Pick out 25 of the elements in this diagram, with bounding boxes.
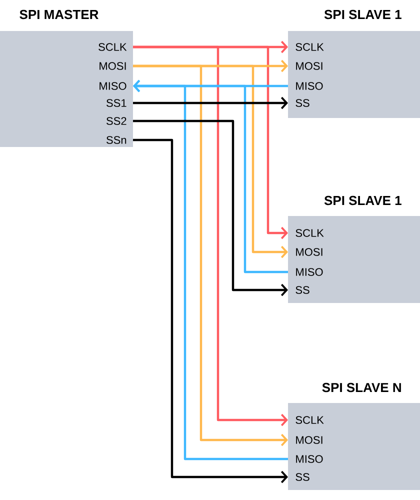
node-label: SPI SLAVE 1 — [324, 10, 402, 20]
pin-label: SCLK — [296, 416, 324, 424]
node-label: SPI MASTER — [20, 10, 98, 20]
pin-label: SCLK — [296, 229, 324, 237]
node-label: SPI SLAVE 1 — [324, 196, 402, 206]
pin-label: SCLK — [296, 43, 324, 51]
pin-label: SS — [296, 286, 310, 294]
pin-label: SS1 — [106, 99, 126, 107]
pin-label: SS — [296, 99, 310, 107]
node-label: SPI SLAVE N — [322, 382, 401, 392]
pin-label: SSn — [106, 136, 126, 144]
pin-label: SS2 — [106, 117, 126, 125]
pin-label: SS — [296, 473, 310, 481]
pin-label: MOSI — [296, 248, 322, 256]
arrow — [133, 138, 288, 484]
pin-label: MISO — [296, 268, 323, 276]
pin-label: SCLK — [98, 43, 127, 51]
pin-label: MOSI — [296, 62, 322, 70]
pin-label: MISO — [100, 82, 126, 90]
pin-label: MISO — [296, 82, 323, 90]
arrow — [133, 96, 288, 110]
arrow — [133, 120, 288, 296]
pin-label: MISO — [296, 455, 323, 463]
pin-label: MOSI — [296, 436, 322, 444]
pin-label: MOSI — [100, 62, 126, 70]
